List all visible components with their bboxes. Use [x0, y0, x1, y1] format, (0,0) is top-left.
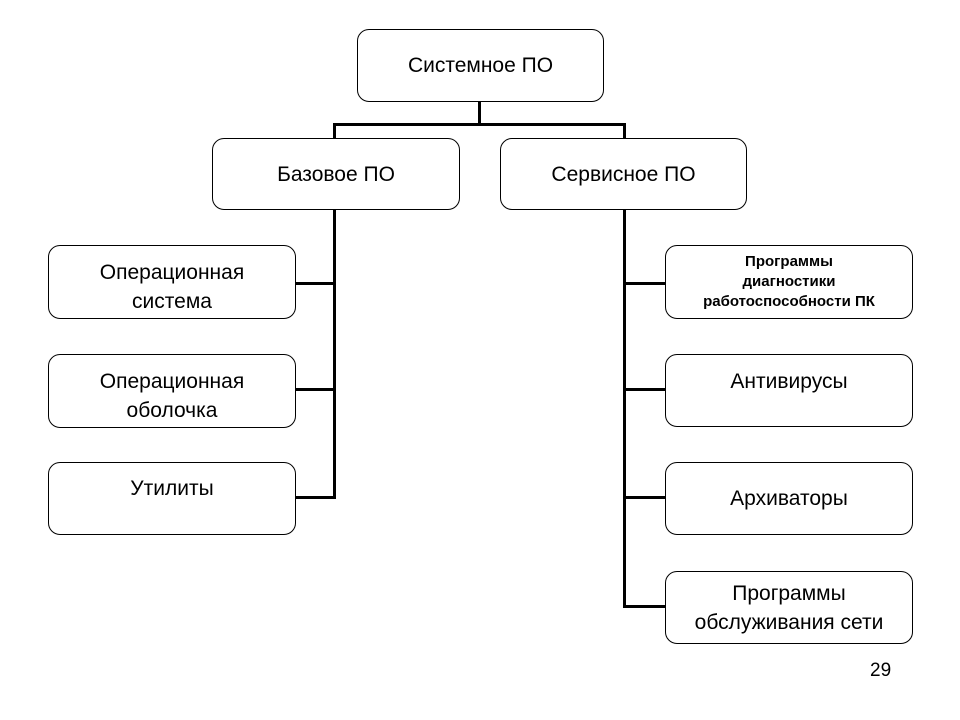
node-diagnostics-programs: Программы диагностики работоспособности … — [665, 245, 913, 319]
connector-root-to-base — [333, 123, 336, 140]
connector-base-child-1 — [295, 282, 336, 285]
page-number: 29 — [870, 660, 892, 681]
node-archivers: Архиваторы — [665, 462, 913, 535]
node-antivirus: Антивирусы — [665, 354, 913, 427]
connector-base-child-3 — [295, 496, 336, 499]
connector-service-child-2 — [623, 388, 665, 391]
node-base-software: Базовое ПО — [212, 138, 460, 210]
connector-service-trunk — [623, 209, 626, 608]
node-network-service-programs: Программы обслуживания сети — [665, 571, 913, 644]
node-operating-shell: Операционная оболочка — [48, 354, 296, 428]
connector-service-child-3 — [623, 496, 665, 499]
connector-service-child-1 — [623, 282, 665, 285]
node-utilities: Утилиты — [48, 462, 296, 535]
connector-root-to-service — [623, 123, 626, 140]
connector-base-child-2 — [295, 388, 336, 391]
connector-service-child-4 — [623, 605, 665, 608]
connector-root-down — [478, 101, 481, 125]
connector-root-bar — [333, 123, 626, 126]
node-service-software: Сервисное ПО — [500, 138, 747, 210]
connector-base-trunk — [333, 209, 336, 499]
node-operating-system: Операционная система — [48, 245, 296, 319]
node-system-software: Системное ПО — [357, 29, 604, 102]
